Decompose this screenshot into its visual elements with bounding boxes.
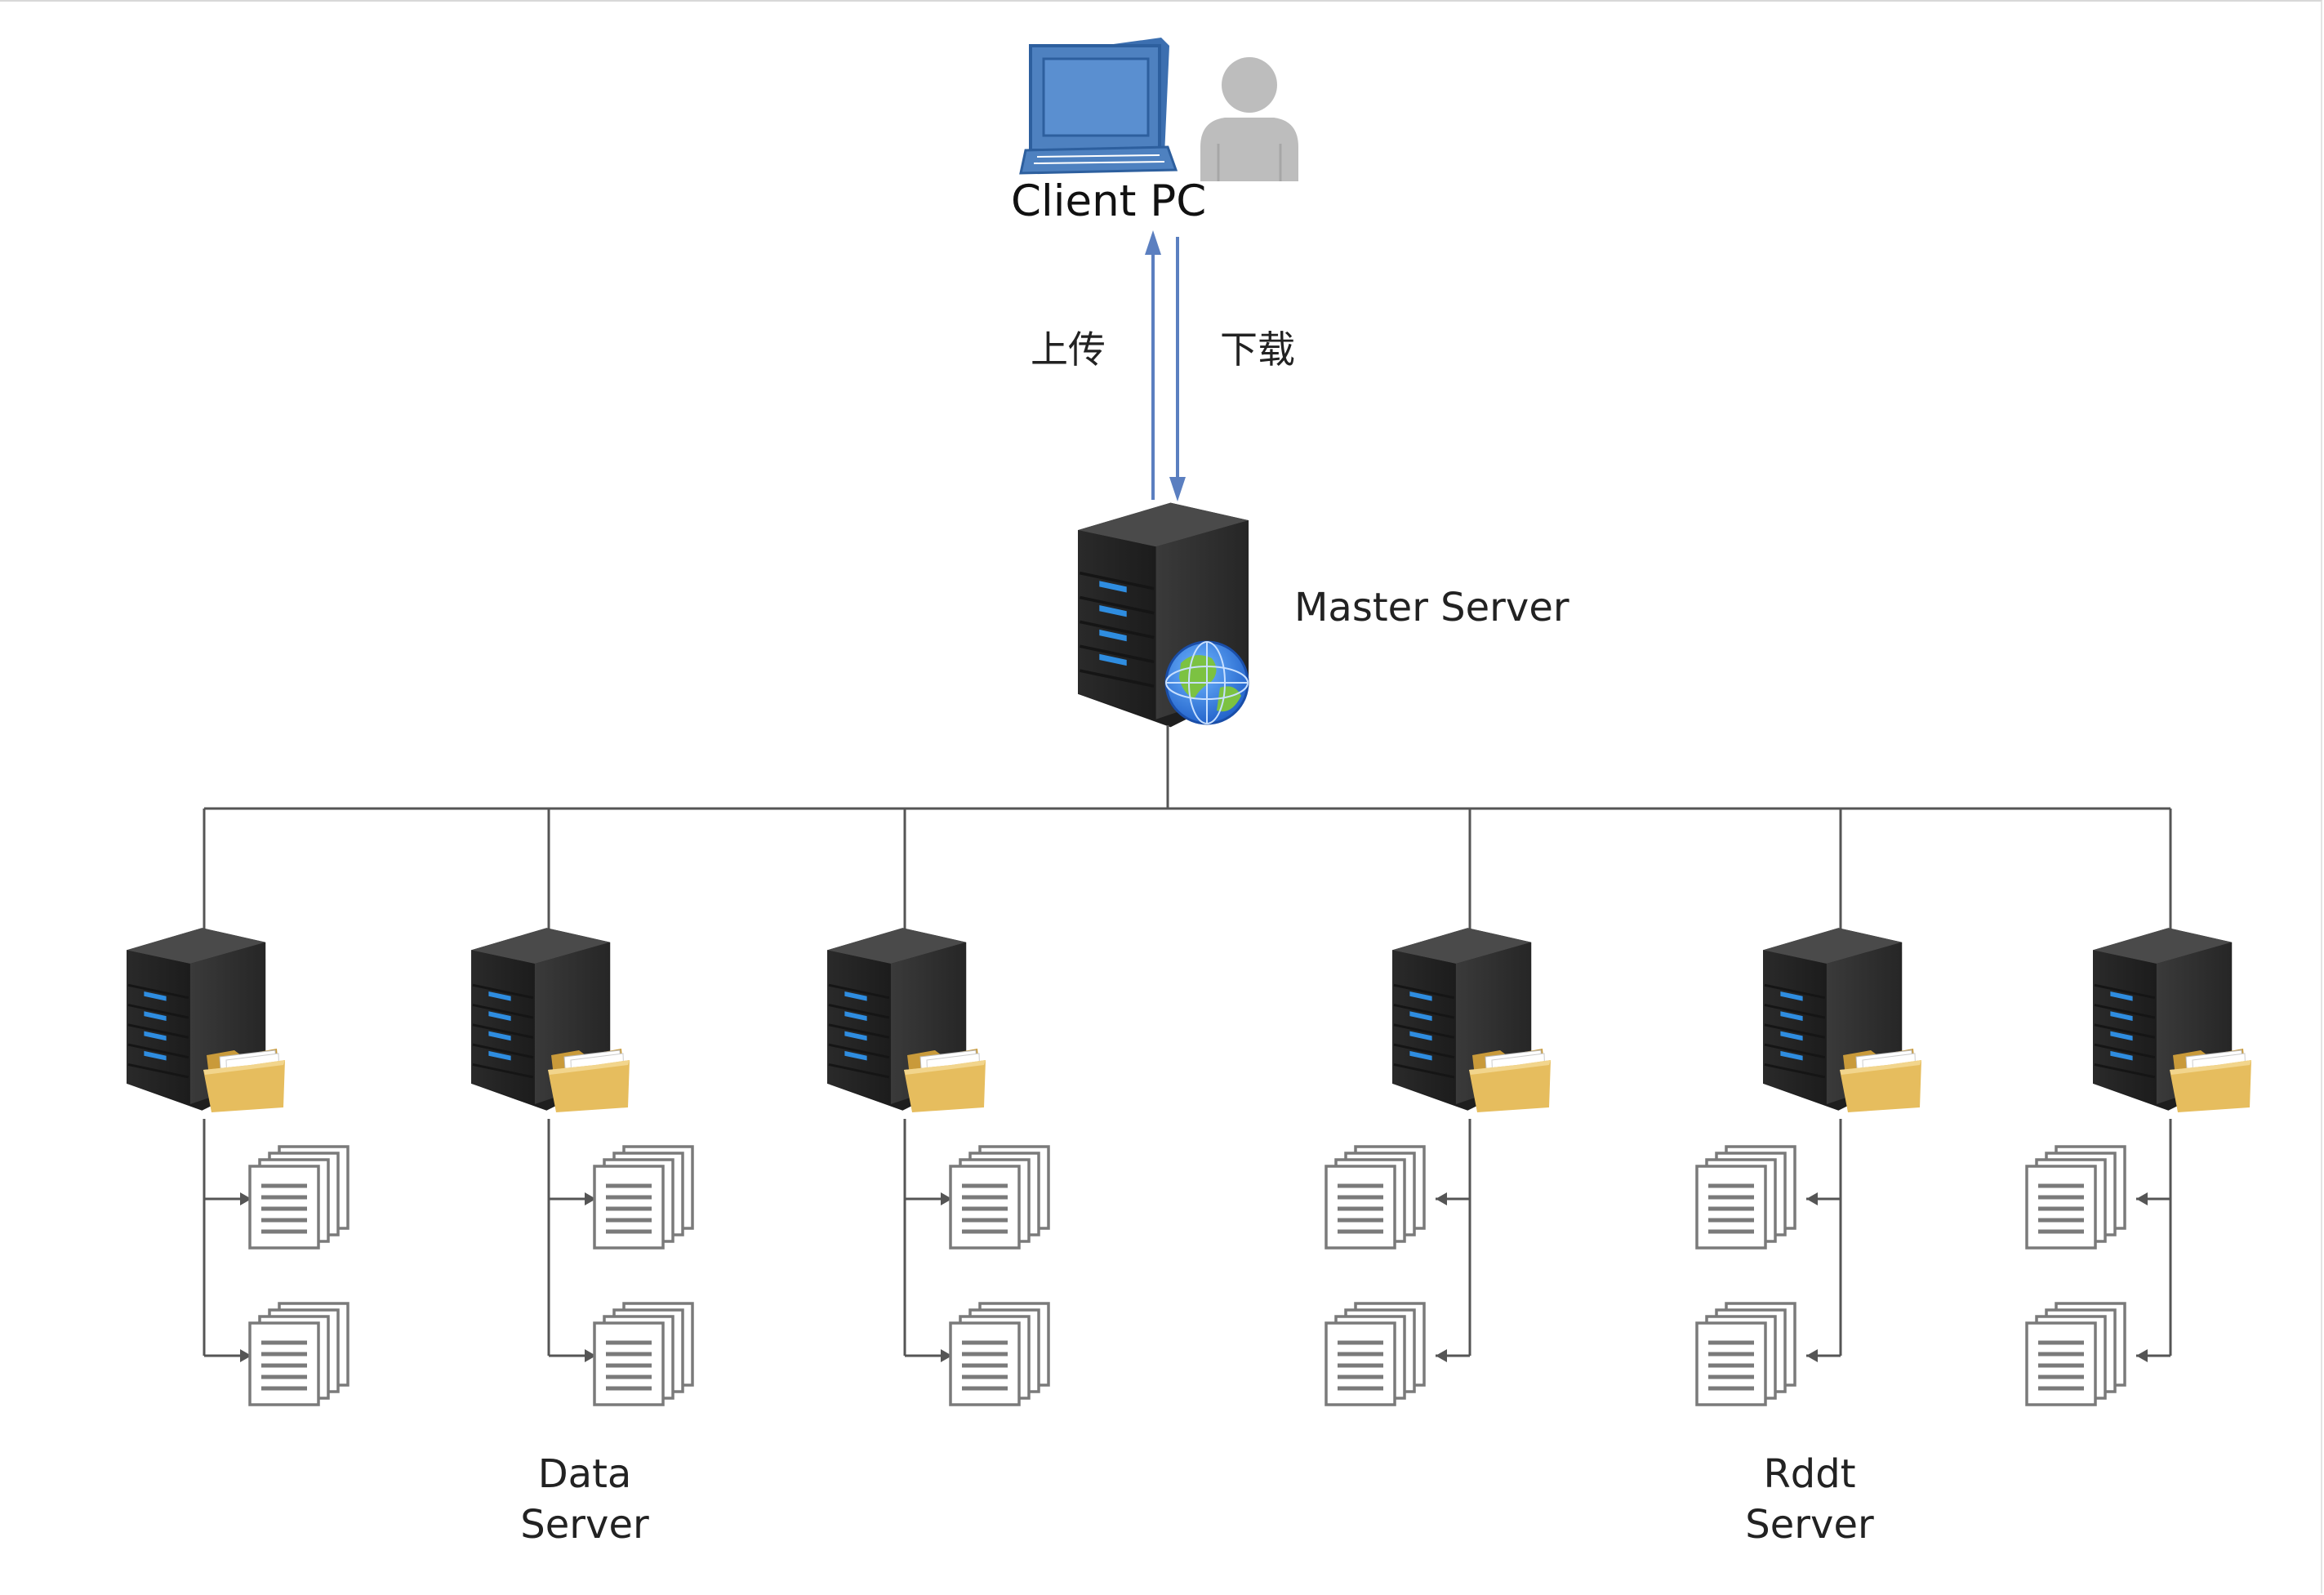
data-server-label-line2: Server: [520, 1502, 649, 1548]
doc-connector: [1806, 1119, 1842, 1362]
globe-icon: [1164, 640, 1249, 725]
data-server-label-line1: Data: [537, 1451, 632, 1497]
user-icon: [1200, 57, 1298, 181]
download-arrow: [1169, 237, 1186, 501]
document-stack-icon: [1326, 1147, 1424, 1248]
rddt-server-label: Rddt Server: [1687, 1449, 1932, 1550]
data-server-3: [827, 928, 1048, 1405]
rddt-server-1: [1326, 928, 1551, 1405]
master-server-label: Master Server: [1294, 585, 1569, 630]
download-label: 下载: [1220, 327, 1295, 372]
rddt-server-label-line2: Server: [1745, 1502, 1874, 1548]
document-stack-icon: [1697, 1147, 1795, 1248]
network-bus: [203, 725, 2172, 931]
monitor-icon: [1019, 38, 1178, 175]
document-stack-icon: [594, 1303, 692, 1405]
doc-connector: [1436, 1119, 1471, 1362]
data-server-2: [471, 928, 692, 1405]
doc-connector: [547, 1119, 596, 1362]
folder-icon: [1469, 1048, 1551, 1112]
upload-label: 上传: [1031, 327, 1106, 372]
document-stack-icon: [951, 1147, 1048, 1248]
document-stack-icon: [1326, 1303, 1424, 1405]
document-stack-icon: [1697, 1303, 1795, 1405]
rddt-server-2: [1697, 928, 1921, 1405]
folder-icon: [548, 1048, 630, 1112]
document-stack-icon: [250, 1303, 348, 1405]
doc-connector: [203, 1119, 252, 1362]
rddt-server-3: [2027, 928, 2251, 1405]
folder-icon: [904, 1048, 986, 1112]
folder-icon: [1840, 1048, 1921, 1112]
folder-icon: [2170, 1048, 2251, 1112]
folder-icon: [203, 1048, 285, 1112]
document-stack-icon: [2027, 1303, 2125, 1405]
doc-connector: [2136, 1119, 2172, 1362]
document-stack-icon: [2027, 1147, 2125, 1248]
doc-connector: [903, 1119, 952, 1362]
storage-layer: [127, 928, 2251, 1405]
data-server-1: [127, 928, 348, 1405]
client-pc-label: Client PC: [1011, 176, 1207, 226]
document-stack-icon: [250, 1147, 348, 1248]
document-stack-icon: [951, 1303, 1048, 1405]
rddt-server-label-line1: Rddt: [1763, 1451, 1856, 1497]
data-server-label: Data Server: [462, 1449, 707, 1550]
upload-arrow: [1145, 230, 1161, 500]
document-stack-icon: [594, 1147, 692, 1248]
